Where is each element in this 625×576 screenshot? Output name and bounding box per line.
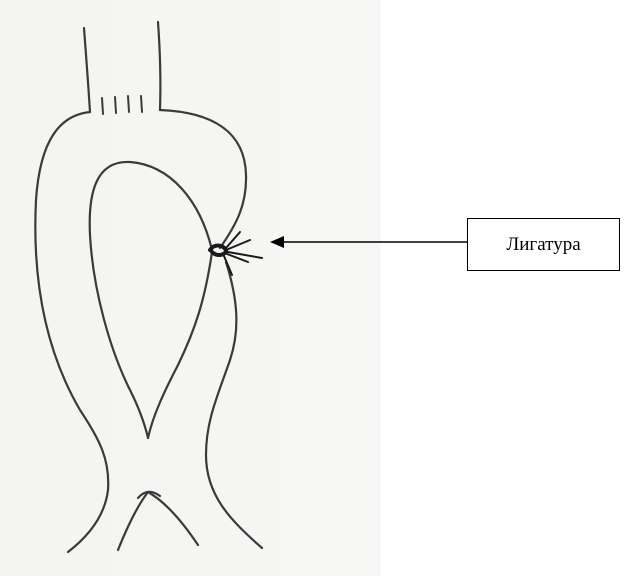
- left-lower-branch: [118, 492, 148, 550]
- top-tube-right-line: [158, 22, 160, 110]
- top-tube-left-line: [84, 28, 90, 112]
- ligature-label: Лигатура: [506, 234, 580, 256]
- ligature-label-box: Лигатура: [467, 218, 620, 271]
- pointer-arrow: [270, 236, 467, 248]
- suture-marks: [102, 96, 142, 114]
- ligature-knot: [210, 232, 262, 275]
- right-vessel-outer: [206, 262, 262, 548]
- right-lower-branch: [148, 492, 198, 545]
- inner-right-vessel: [148, 252, 212, 438]
- inner-loop-contour: [90, 162, 212, 438]
